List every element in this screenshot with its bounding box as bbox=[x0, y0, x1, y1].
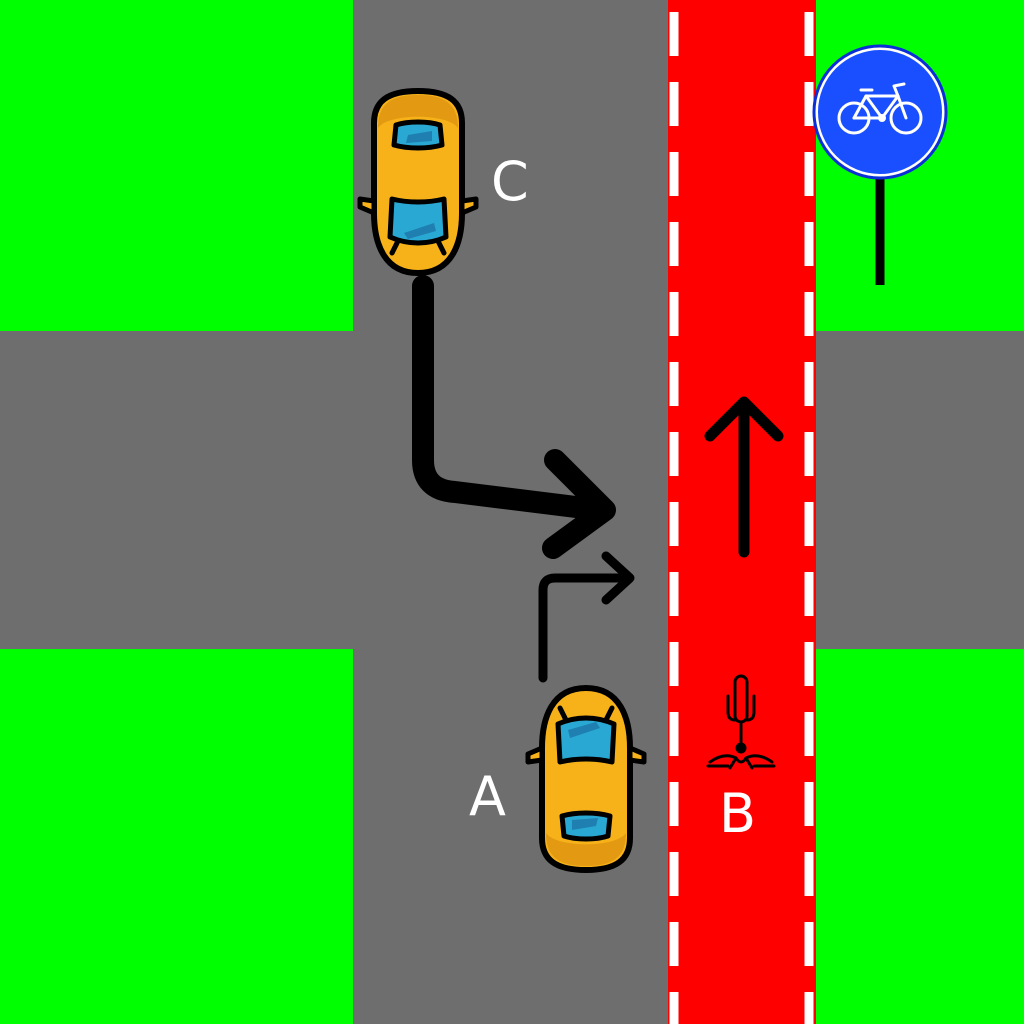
cyclist-b-label: B bbox=[719, 782, 756, 845]
cyclist-icon bbox=[706, 674, 776, 770]
car-c-path-arrow bbox=[412, 275, 616, 559]
bicycle-path-sign-icon bbox=[812, 44, 948, 285]
car-a bbox=[528, 688, 644, 870]
car-a-path-arrow bbox=[538, 551, 635, 683]
car-c bbox=[360, 91, 476, 273]
cyclist-direction-arrow bbox=[704, 396, 784, 558]
car-c-label: C bbox=[491, 150, 529, 213]
car-a-label: A bbox=[469, 765, 506, 828]
